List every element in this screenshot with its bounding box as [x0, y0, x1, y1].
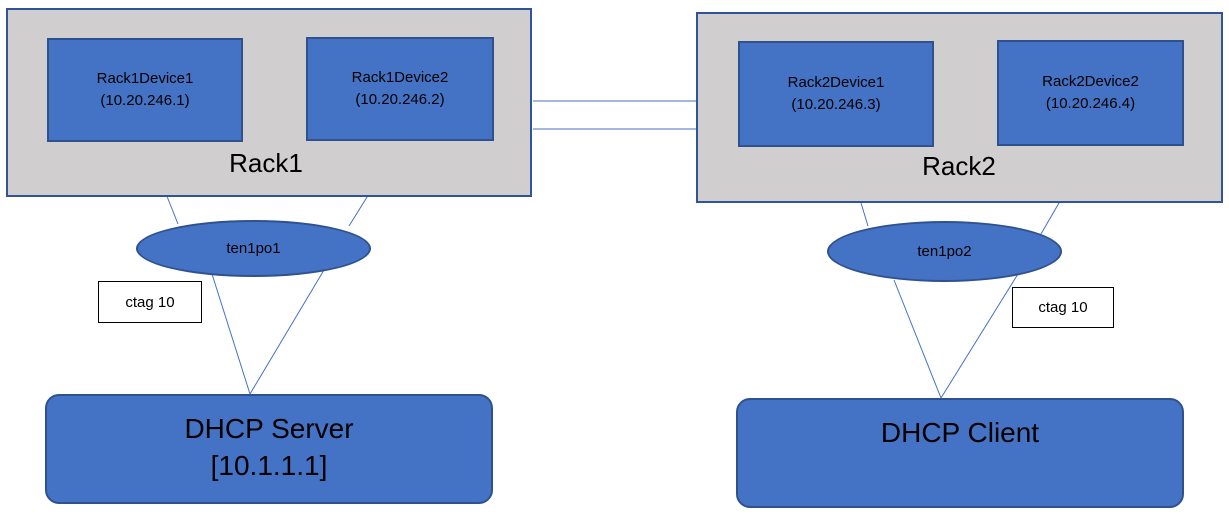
rack1-device1-ip: (10.20.246.1) — [100, 92, 190, 109]
dhcp-server[interactable]: DHCP Server [10.1.1.1] — [45, 394, 493, 504]
rack2-device2[interactable]: Rack2Device2 (10.20.246.4) — [997, 40, 1184, 146]
rack1-device1[interactable]: Rack1Device1 (10.20.246.1) — [47, 38, 243, 142]
dhcp-client-title: DHCP Client — [880, 417, 1040, 448]
ctag-label-left: ctag 10 — [98, 281, 202, 323]
rack2-device1[interactable]: Rack2Device1 (10.20.246.3) — [738, 41, 934, 147]
rack1-device1-name: Rack1Device1 — [96, 70, 194, 87]
rack2-device1-name: Rack2Device1 — [787, 74, 885, 91]
link-ten1po1-server-right — [249, 269, 325, 395]
link-ten1po2-client-right — [940, 273, 1019, 399]
link-ten1po2-client-left — [893, 279, 942, 399]
rack1-label: Rack1 — [229, 148, 303, 178]
rack1-device2-ip: (10.20.246.2) — [355, 91, 445, 108]
dhcp-client[interactable]: DHCP Client — [736, 398, 1184, 508]
rack1-device2-name: Rack1Device2 — [351, 69, 449, 86]
port-channel-ten1po2[interactable]: ten1po2 — [827, 221, 1062, 282]
rack1-device2[interactable]: Rack1Device2 (10.20.246.2) — [306, 37, 494, 141]
ctag-label-right: ctag 10 — [1012, 287, 1114, 328]
dhcp-server-title: DHCP Server — [184, 413, 354, 444]
rack2-device2-name: Rack2Device2 — [1042, 73, 1139, 90]
rack2-label: Rack2 — [922, 151, 996, 181]
dhcp-server-ip: [10.1.1.1] — [210, 450, 328, 481]
link-ten1po1-server-left — [211, 273, 251, 395]
rack2-device1-ip: (10.20.246.3) — [791, 96, 881, 113]
rack2-device2-ip: (10.20.246.4) — [1045, 95, 1136, 112]
port-channel-ten1po1[interactable]: ten1po1 — [136, 220, 371, 277]
